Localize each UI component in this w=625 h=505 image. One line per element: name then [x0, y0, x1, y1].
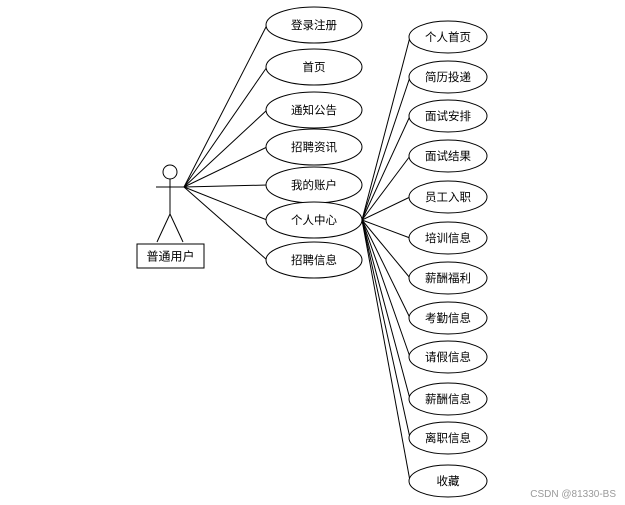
use-case-jobs: 招聘信息 — [265, 241, 363, 279]
edge-center-salary — [361, 219, 411, 400]
actor-label: 普通用户 — [146, 249, 194, 264]
edge-center-benefits — [361, 219, 411, 279]
use-case-interview-result-ellipse — [408, 139, 488, 173]
edge-center-training — [361, 219, 411, 239]
use-case-login: 登录注册 — [265, 6, 363, 44]
actor-right-leg — [169, 213, 184, 243]
use-case-leave-label: 请假信息 — [425, 350, 471, 364]
use-case-interview-result: 面试结果 — [408, 139, 488, 173]
use-case-resignation-ellipse — [408, 421, 488, 455]
edge-center-favorites — [361, 219, 411, 482]
use-case-center-ellipse — [265, 201, 363, 239]
use-case-salary: 薪酬信息 — [408, 382, 488, 416]
use-case-center: 个人中心 — [265, 201, 363, 239]
use-case-personal-home-label: 个人首页 — [425, 30, 471, 44]
edge-actor-account — [183, 184, 268, 188]
actor-label-box: 普通用户 — [136, 243, 205, 269]
edge-center-resignation — [361, 219, 411, 439]
use-case-resume-ellipse — [408, 60, 488, 94]
use-case-resignation-label: 离职信息 — [425, 431, 471, 445]
use-case-attendance: 考勤信息 — [408, 301, 488, 335]
edge-center-personal-home — [361, 36, 411, 221]
use-case-onboarding: 员工入职 — [408, 180, 488, 214]
use-case-favorites: 收藏 — [408, 464, 488, 498]
use-case-news: 招聘资讯 — [265, 128, 363, 166]
edge-actor-center — [183, 186, 268, 221]
edge-center-attendance — [361, 219, 411, 319]
use-case-jobs-ellipse — [265, 241, 363, 279]
edge-center-interview-result — [361, 155, 411, 221]
use-case-login-ellipse — [265, 6, 363, 44]
use-case-account-label: 我的账户 — [291, 178, 337, 192]
connector-lines — [183, 24, 411, 482]
use-case-resignation: 离职信息 — [408, 421, 488, 455]
use-case-training: 培训信息 — [408, 221, 488, 255]
use-case-notice-ellipse — [265, 91, 363, 129]
use-case-personal-home-ellipse — [408, 20, 488, 54]
use-case-leave-ellipse — [408, 340, 488, 374]
use-case-benefits-ellipse — [408, 261, 488, 295]
use-case-news-ellipse — [265, 128, 363, 166]
use-case-interview-schedule-label: 面试安排 — [425, 109, 471, 123]
use-case-attendance-label: 考勤信息 — [425, 311, 471, 325]
use-case-news-label: 招聘资讯 — [291, 140, 337, 154]
use-case-account: 我的账户 — [265, 166, 363, 204]
edge-actor-notice — [183, 109, 268, 188]
actor-figure — [156, 164, 184, 243]
use-case-center-label: 个人中心 — [291, 213, 337, 227]
use-case-login-label: 登录注册 — [291, 18, 337, 32]
level2-use-cases: 个人首页简历投递面试安排面试结果员工入职培训信息薪酬福利考勤信息请假信息薪酬信息… — [408, 20, 488, 498]
use-case-onboarding-ellipse — [408, 180, 488, 214]
edge-center-interview-schedule — [361, 115, 411, 221]
use-case-notice: 通知公告 — [265, 91, 363, 129]
use-case-favorites-ellipse — [408, 464, 488, 498]
use-case-benefits-label: 薪酬福利 — [425, 271, 471, 285]
use-case-leave: 请假信息 — [408, 340, 488, 374]
use-case-salary-label: 薪酬信息 — [425, 392, 471, 406]
edge-center-onboarding — [361, 196, 411, 221]
use-case-resume-label: 简历投递 — [425, 70, 471, 84]
edge-actor-home — [183, 66, 268, 188]
use-case-favorites-label: 收藏 — [437, 474, 460, 488]
use-case-interview-schedule-ellipse — [408, 99, 488, 133]
use-case-jobs-label: 招聘信息 — [291, 253, 337, 267]
use-case-benefits: 薪酬福利 — [408, 261, 488, 295]
use-case-resume: 简历投递 — [408, 60, 488, 94]
use-case-interview-schedule: 面试安排 — [408, 99, 488, 133]
use-case-notice-label: 通知公告 — [291, 103, 337, 117]
use-case-training-label: 培训信息 — [425, 231, 471, 245]
edge-center-leave — [361, 219, 411, 358]
use-case-training-ellipse — [408, 221, 488, 255]
use-case-attendance-ellipse — [408, 301, 488, 335]
use-case-onboarding-label: 员工入职 — [425, 190, 471, 204]
edge-actor-news — [183, 146, 268, 188]
use-case-home-ellipse — [265, 48, 363, 86]
use-case-interview-result-label: 面试结果 — [425, 149, 471, 163]
actor-left-leg — [156, 213, 171, 243]
watermark: CSDN @81330-BS — [530, 489, 616, 500]
use-case-home-label: 首页 — [303, 60, 326, 74]
actor-head — [162, 164, 178, 180]
edge-actor-login — [183, 24, 268, 188]
use-case-personal-home: 个人首页 — [408, 20, 488, 54]
use-case-home: 首页 — [265, 48, 363, 86]
edge-center-resume — [361, 76, 411, 221]
use-case-salary-ellipse — [408, 382, 488, 416]
edge-actor-jobs — [183, 186, 268, 261]
